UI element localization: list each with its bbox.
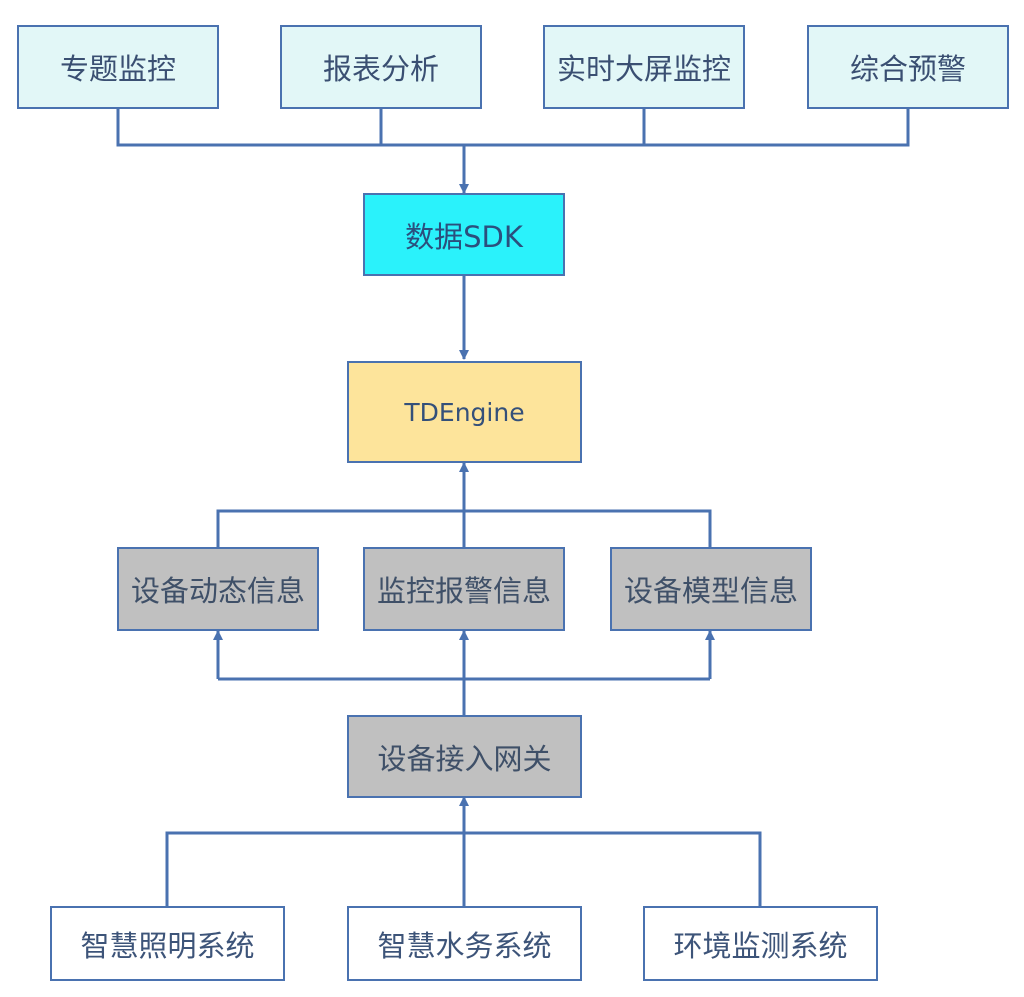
report-analysis-label: 报表分析 <box>322 52 439 86</box>
report-analysis-box: 报表分析 <box>280 25 482 109</box>
environment-monitor-box: 环境监测系统 <box>643 906 878 981</box>
device-model-info-label: 设备模型信息 <box>623 574 798 608</box>
sdk-box: 数据SDK <box>363 193 565 276</box>
tdengine-label: TDEngine <box>404 397 525 427</box>
smart-water-box: 智慧水务系统 <box>347 906 582 981</box>
smart-lighting-label: 智慧照明系统 <box>80 928 255 963</box>
device-gateway-label: 设备接入网关 <box>377 741 552 776</box>
tdengine-box: TDEngine <box>347 361 582 463</box>
smart-water-label: 智慧水务系统 <box>377 928 552 963</box>
device-dynamic-info-label: 设备动态信息 <box>130 574 305 608</box>
device-model-info-box: 设备模型信息 <box>610 547 812 631</box>
smart-lighting-box: 智慧照明系统 <box>50 906 285 981</box>
monitor-alarm-info-box: 监控报警信息 <box>363 547 565 631</box>
device-dynamic-info-box: 设备动态信息 <box>117 547 319 631</box>
alerts-label: 综合预警 <box>849 52 966 86</box>
topic-monitor-label: 专题监控 <box>59 52 176 86</box>
topic-monitor-box: 专题监控 <box>17 25 219 109</box>
device-gateway-box: 设备接入网关 <box>347 715 582 798</box>
alerts-box: 综合预警 <box>807 25 1009 109</box>
sdk-label: 数据SDK <box>405 219 523 254</box>
environment-monitor-label: 环境监测系统 <box>673 928 848 963</box>
realtime-screen-label: 实时大屏监控 <box>556 52 731 86</box>
connector-apps-bus <box>116 108 910 147</box>
monitor-alarm-info-label: 监控报警信息 <box>376 574 551 608</box>
realtime-screen-box: 实时大屏监控 <box>543 25 745 109</box>
